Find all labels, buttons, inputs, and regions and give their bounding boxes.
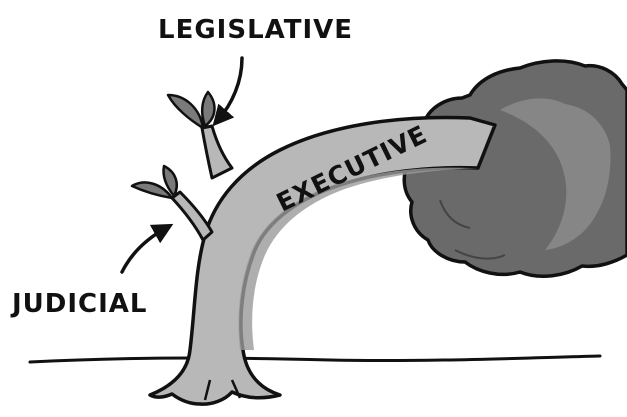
judicial-leaf-left <box>130 181 174 200</box>
ground-line <box>28 354 602 364</box>
legislative-label: LEGISLATIVE <box>158 15 353 45</box>
judicial-label: JUDICIAL <box>10 289 148 319</box>
judicial-branch <box>130 164 214 242</box>
legislative-branch <box>166 90 234 180</box>
judicial-leaf-right <box>162 164 178 198</box>
legislative-leaf-left <box>166 93 205 130</box>
curved-arrow-icon <box>212 56 244 127</box>
curved-arrow-icon <box>120 223 174 274</box>
legislative-leaf-right <box>200 90 216 128</box>
